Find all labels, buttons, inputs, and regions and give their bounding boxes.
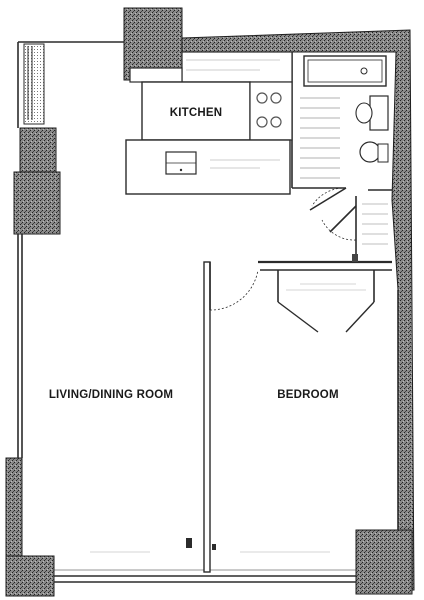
entry-door [329,205,357,233]
column-left [13,171,61,235]
bathroom [300,55,389,211]
room-label-kitchen: KITCHEN [170,107,223,119]
bathtub [303,55,387,87]
kitchen-label-box [141,81,251,141]
closet-doors [277,283,375,333]
toilet-icon [359,141,381,163]
room-label-bedroom: BEDROOM [277,389,338,401]
stove [249,81,293,141]
burner-icon [256,116,268,128]
column-left-upper [19,127,57,173]
kitchen-upper-counter [181,51,293,83]
kitchen [125,51,293,195]
left-window [23,43,45,125]
partition-wall [203,261,211,573]
entry-hall [321,203,388,262]
closet-door-left [277,301,319,333]
outlet-marks [186,538,216,550]
column-bottom-left [5,457,23,559]
burner-icon [256,92,268,104]
column-bottom-left-foot [5,555,55,597]
room-label-living-dining: LIVING/DINING ROOM [49,389,173,401]
vanity [369,95,389,131]
column-bottom-right [355,529,413,595]
burner-icon [270,116,282,128]
closet-door-right [345,301,375,333]
burner-icon [270,92,282,104]
bath-door [309,187,347,211]
basin-icon [355,102,373,124]
kitchen-lower-counter [125,139,291,195]
thin-walls [17,41,399,583]
bedroom-door [209,262,259,311]
drain-icon [360,67,368,75]
